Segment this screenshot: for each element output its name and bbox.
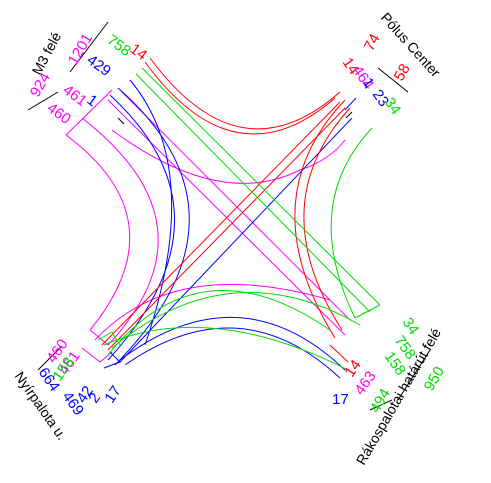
blue-sw-stub bbox=[103, 351, 121, 369]
nw-separator-line-lower bbox=[27, 91, 59, 111]
count-ne-23: 23 bbox=[369, 87, 392, 110]
flow-magenta bbox=[65, 89, 351, 363]
green-sw-se-arc-3 bbox=[103, 326, 349, 371]
blue-ne-stub bbox=[344, 97, 357, 111]
lane-tick bbox=[345, 111, 353, 119]
green-nw-se-diag bbox=[141, 67, 381, 306]
count-nw-460: 460 bbox=[44, 99, 74, 127]
red-nw-ne-arc bbox=[149, 57, 341, 130]
green-sw-se-arc-2 bbox=[111, 292, 361, 349]
blue-nw-sw-arc-2 bbox=[114, 87, 190, 366]
count-ne-58: 58 bbox=[391, 61, 414, 84]
lane-tick bbox=[117, 117, 125, 125]
blue-sw-ne-diag bbox=[119, 117, 353, 363]
red-ne-se-arc-2 bbox=[303, 107, 351, 331]
sw-separator-line bbox=[37, 345, 63, 371]
green-sw-stub bbox=[97, 331, 121, 346]
road-edges bbox=[27, 21, 431, 411]
blue-nw-sw-arc-1 bbox=[107, 94, 175, 361]
se-separator-line bbox=[397, 349, 431, 401]
flow-red bbox=[101, 57, 351, 363]
count-sw-17: 17 bbox=[101, 383, 124, 406]
magenta-band-nw-sw-outer bbox=[65, 89, 113, 136]
count-se-34: 34 bbox=[399, 315, 422, 338]
red-ne-sw-diag-2 bbox=[107, 107, 346, 351]
red-se-stub bbox=[329, 344, 349, 363]
ne-separator-line bbox=[377, 67, 409, 93]
red-ne-sw-diag bbox=[101, 101, 341, 346]
count-se-14: 14 bbox=[341, 357, 364, 380]
count-nw-14: 14 bbox=[127, 40, 150, 64]
magenta-sw-ne-arc bbox=[94, 283, 331, 341]
blue-sw-se-arc bbox=[119, 316, 346, 371]
flow-blue bbox=[103, 79, 357, 379]
count-nw-429: 429 bbox=[84, 51, 114, 79]
magenta-band-sw-edge bbox=[89, 329, 109, 346]
green-nw-se-diag-2 bbox=[135, 73, 371, 313]
blue-nw-sw-arc-3 bbox=[129, 79, 173, 346]
count-ne-74: 74 bbox=[361, 31, 384, 54]
count-se-950: 950 bbox=[421, 364, 448, 394]
count-sw-42: 42 bbox=[73, 383, 96, 406]
red-ne-se-arc bbox=[294, 99, 346, 339]
count-ne-14: 14 bbox=[339, 55, 362, 78]
blue-sw-se-arc-2 bbox=[124, 327, 341, 379]
direction-label-nw: M3 felé bbox=[29, 29, 65, 77]
green-sw-se-arc bbox=[107, 290, 331, 356]
magenta-band-nw-sw-inner bbox=[65, 134, 131, 331]
count-se-17: 17 bbox=[332, 391, 349, 408]
count-ne-34: 34 bbox=[381, 95, 404, 118]
green-ne-se-arc bbox=[330, 127, 373, 319]
magenta-sw-stub bbox=[81, 347, 113, 363]
count-nw-924: 924 bbox=[27, 70, 54, 100]
flow-green bbox=[97, 67, 381, 371]
magenta-nw-se-diag-2 bbox=[121, 91, 351, 321]
se-separator-line-lower bbox=[369, 399, 393, 411]
nw-separator-line bbox=[69, 21, 109, 73]
red-nw-ne-arc-2 bbox=[144, 61, 336, 135]
green-ne-se-edge bbox=[354, 304, 381, 319]
